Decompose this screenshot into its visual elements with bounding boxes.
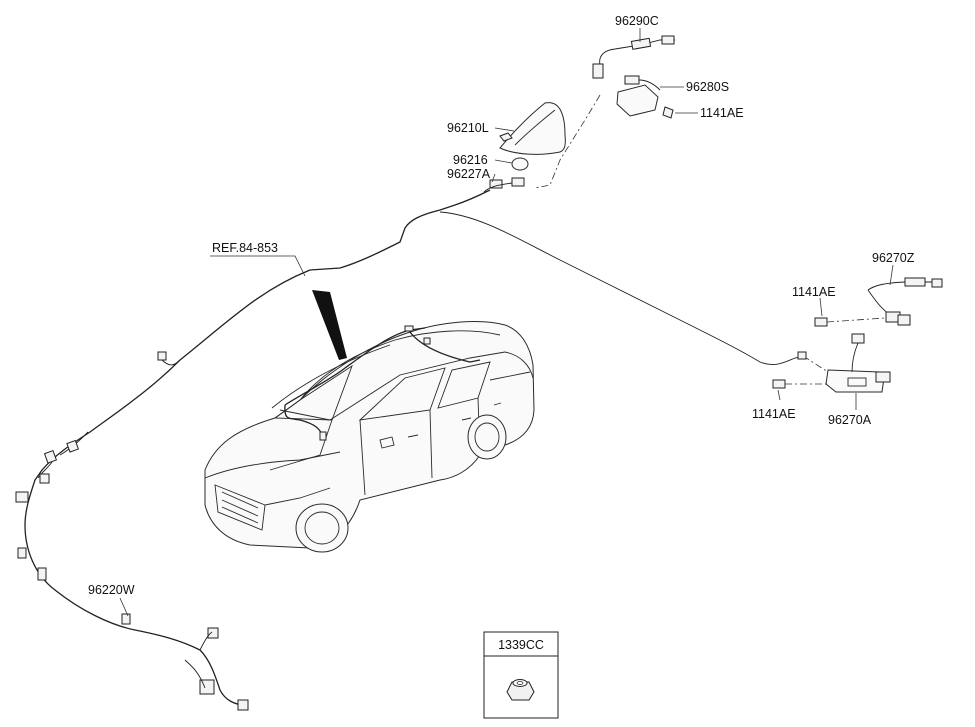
rear-antenna-module-group [772,277,943,393]
nut-icon [506,679,535,701]
callout-part-number: 1339CC [498,638,544,652]
label-96210L: 96210L [447,121,489,135]
label-96280S: 96280S [686,80,729,94]
callout-1339CC: 1339CC [483,631,559,719]
rear-antenna-cable [439,211,806,365]
label-1141AE-right-bottom: 1141AE [752,407,796,421]
label-ref-84-853: REF.84-853 [212,241,278,255]
location-arrow [312,290,347,360]
part-labels: 96290C 96280S 1141AE 96210L 96216 96227A… [88,14,915,597]
shark-fin-antenna-group [483,35,675,193]
label-96220W: 96220W [88,583,135,597]
label-96290C: 96290C [615,14,659,28]
vehicle-harness [284,325,481,441]
label-96216: 96216 [453,153,488,167]
main-harness-96220W [15,189,491,711]
label-96270A: 96270A [828,413,872,427]
label-1141AE-right-top: 1141AE [792,285,836,299]
label-96227A: 96227A [447,167,491,181]
label-96270Z: 96270Z [872,251,915,265]
vehicle-illustration [204,321,535,553]
leader-lines [119,28,894,617]
label-1141AE-top: 1141AE [700,106,744,120]
